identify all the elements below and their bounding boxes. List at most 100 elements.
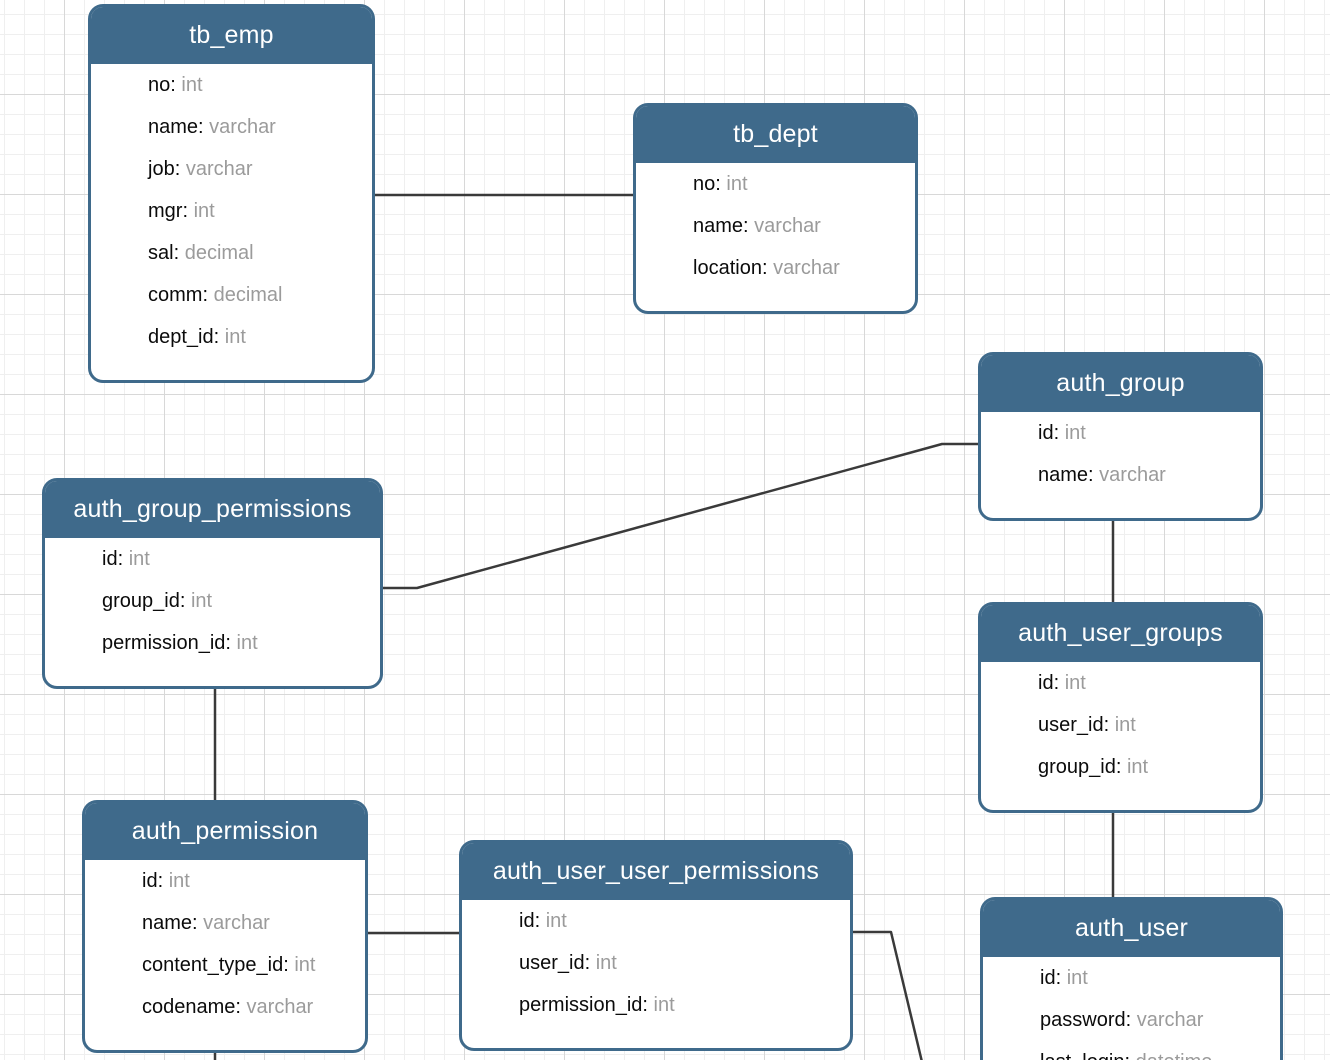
field-row-id: id: int bbox=[519, 900, 840, 942]
field-row-last_login: last_login: datetime bbox=[1040, 1041, 1270, 1060]
field-separator: : bbox=[213, 326, 225, 348]
connector-auth_group_permissions-auth_group[interactable] bbox=[383, 442, 978, 590]
field-separator: : bbox=[225, 632, 237, 654]
field-type: varchar bbox=[185, 158, 253, 180]
field-type: int bbox=[1114, 714, 1136, 736]
entity-header[interactable]: auth_user bbox=[983, 900, 1280, 957]
field-type: varchar bbox=[1136, 1009, 1204, 1031]
field-separator: : bbox=[534, 910, 546, 932]
field-name: location bbox=[693, 257, 762, 279]
field-separator: : bbox=[173, 242, 185, 264]
entity-title: tb_emp bbox=[189, 21, 274, 49]
field-separator: : bbox=[235, 996, 247, 1018]
field-type: int bbox=[1126, 756, 1149, 778]
field-type: varchar bbox=[1099, 464, 1166, 486]
entity-auth_user_user_permissions[interactable]: auth_user_user_permissions id: int user_id… bbox=[459, 840, 853, 1051]
field-separator: : bbox=[1055, 967, 1067, 989]
field-separator: : bbox=[642, 994, 654, 1016]
entity-title: auth_permission bbox=[131, 817, 319, 845]
entity-field-list: id: int name: varchar bbox=[981, 412, 1260, 518]
field-row-id: id: int bbox=[102, 538, 370, 580]
field-name: job bbox=[148, 158, 175, 180]
entity-header[interactable]: auth_permission bbox=[85, 803, 365, 860]
field-row-content_type_id: content_type_id: int bbox=[142, 944, 355, 986]
field-separator: : bbox=[1053, 422, 1065, 444]
entity-header[interactable]: auth_user_groups bbox=[981, 605, 1260, 662]
entity-title: auth_user_user_permissions bbox=[492, 857, 820, 885]
field-name: user_id bbox=[519, 952, 585, 974]
field-separator: : bbox=[1103, 714, 1115, 736]
field-name: user_id bbox=[1038, 714, 1104, 736]
field-row-group_id: group_id: int bbox=[1038, 746, 1250, 788]
field-name: id bbox=[1040, 967, 1056, 989]
entity-header[interactable]: tb_emp bbox=[91, 7, 372, 64]
entity-header[interactable]: auth_group bbox=[981, 355, 1260, 412]
field-row-no: no: int bbox=[693, 163, 905, 205]
entity-title: auth_user bbox=[1075, 914, 1188, 942]
entity-header[interactable]: auth_user_user_permissions bbox=[462, 843, 850, 900]
field-row-job: job: varchar bbox=[148, 148, 362, 190]
field-separator: : bbox=[1125, 1009, 1137, 1031]
field-separator: : bbox=[198, 116, 210, 138]
entity-field-list: id: int user_id: int permission_id: int bbox=[462, 900, 850, 1048]
field-name: dept_id bbox=[148, 326, 214, 348]
field-row-location: location: varchar bbox=[693, 247, 905, 289]
field-separator: : bbox=[1115, 756, 1127, 778]
entity-title: auth_group_permissions bbox=[73, 495, 352, 523]
field-name: permission_id bbox=[102, 632, 226, 654]
field-type: int bbox=[595, 952, 617, 974]
field-name: no bbox=[693, 173, 716, 195]
field-name: name bbox=[148, 116, 199, 138]
entity-header[interactable]: tb_dept bbox=[636, 106, 915, 163]
connector-auth_user_user_permissions-auth_user[interactable] bbox=[852, 930, 923, 1060]
field-separator: : bbox=[1125, 1051, 1136, 1060]
field-type: varchar bbox=[246, 996, 314, 1018]
field-row-user_id: user_id: int bbox=[1038, 704, 1250, 746]
field-separator: : bbox=[117, 548, 129, 570]
field-name: name bbox=[693, 215, 744, 237]
field-row-id: id: int bbox=[142, 860, 355, 902]
field-row-id: id: int bbox=[1038, 662, 1250, 704]
field-separator: : bbox=[179, 590, 191, 612]
field-name: codename bbox=[142, 996, 236, 1018]
field-type: varchar bbox=[773, 257, 840, 279]
field-name: id bbox=[1038, 422, 1054, 444]
field-type: decimal bbox=[184, 242, 254, 264]
field-row-no: no: int bbox=[148, 64, 362, 106]
field-name: permission_id bbox=[519, 994, 643, 1016]
entity-header[interactable]: auth_group_permissions bbox=[45, 481, 380, 538]
field-name: comm bbox=[148, 284, 203, 306]
field-separator: : bbox=[1088, 464, 1100, 486]
entity-auth_user[interactable]: auth_user id: int password: varchar last_lo… bbox=[980, 897, 1283, 1060]
field-type: int bbox=[294, 954, 316, 976]
field-type: datetime bbox=[1136, 1051, 1213, 1060]
field-row-permission_id: permission_id: int bbox=[519, 984, 840, 1026]
field-type: varchar bbox=[203, 912, 270, 934]
field-row-mgr: mgr: int bbox=[148, 190, 362, 232]
field-name: no bbox=[148, 74, 171, 96]
field-row-id: id: int bbox=[1040, 957, 1270, 999]
field-name: last_login bbox=[1040, 1051, 1125, 1060]
field-type: decimal bbox=[213, 284, 283, 306]
field-row-name: name: varchar bbox=[148, 106, 362, 148]
field-type: int bbox=[193, 200, 215, 222]
field-type: int bbox=[1064, 422, 1086, 444]
field-type: varchar bbox=[754, 215, 821, 237]
field-type: int bbox=[168, 870, 190, 892]
field-name: password bbox=[1040, 1009, 1126, 1031]
entity-title: auth_user_groups bbox=[1018, 619, 1223, 647]
field-name: name bbox=[1038, 464, 1089, 486]
field-separator: : bbox=[584, 952, 596, 974]
entity-field-list: id: int password: varchar last_login: date… bbox=[983, 957, 1280, 1060]
